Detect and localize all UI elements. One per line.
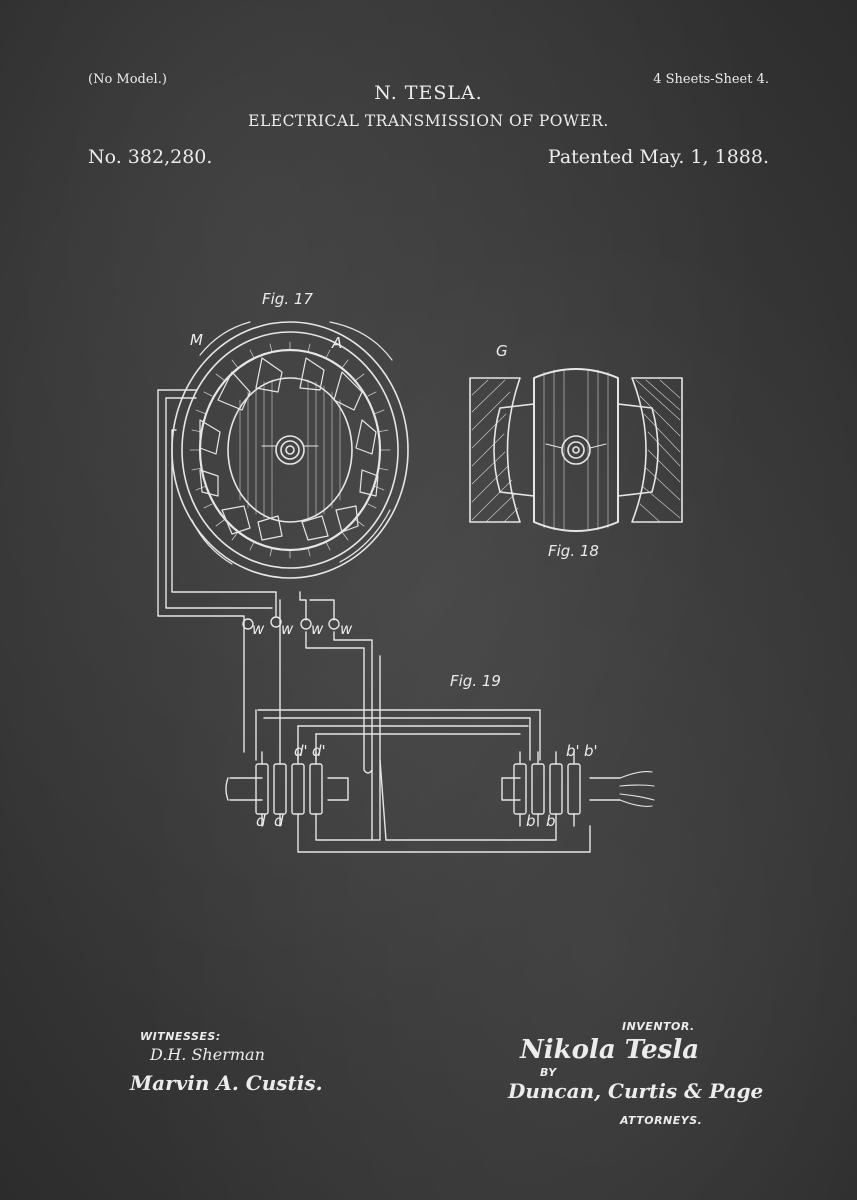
label-w-4: w bbox=[340, 620, 353, 638]
patent-number: No. 382,280. bbox=[88, 146, 213, 168]
fig18-generator bbox=[469, 368, 683, 532]
label-M: M bbox=[190, 331, 203, 349]
label-b-prime-2: b' bbox=[584, 742, 598, 760]
label-d-prime-1: d' bbox=[294, 742, 308, 760]
patent-title: ELECTRICAL TRANSMISSION OF POWER. bbox=[248, 112, 609, 130]
label-A: A bbox=[331, 334, 342, 352]
label-w-3: w bbox=[311, 620, 324, 638]
fig19-circuit bbox=[225, 709, 655, 853]
label-w-2: w bbox=[281, 620, 294, 638]
label-b-2: b bbox=[546, 812, 556, 830]
inventor-label: INVENTOR. bbox=[622, 1020, 695, 1033]
motor-wiring bbox=[157, 389, 381, 841]
label-d-prime-2: d' bbox=[312, 742, 326, 760]
attorneys-label: ATTORNEYS. bbox=[619, 1114, 702, 1127]
witness-1-signature: D.H. Sherman bbox=[149, 1045, 265, 1064]
fig17-motor bbox=[171, 321, 409, 579]
inventor-name-heading: N. TESLA. bbox=[374, 82, 483, 104]
label-d-2: d bbox=[274, 812, 284, 830]
witnesses-label: WITNESSES: bbox=[140, 1030, 221, 1043]
by-label: BY bbox=[540, 1066, 557, 1079]
label-d-1: d bbox=[256, 812, 266, 830]
label-b-1: b bbox=[526, 812, 536, 830]
inventor-signature: Nikola Tesla bbox=[519, 1035, 699, 1065]
witness-2-signature: Marvin A. Custis. bbox=[129, 1071, 323, 1095]
label-b-prime-1: b' bbox=[566, 742, 580, 760]
fig19-label: Fig. 19 bbox=[450, 672, 501, 690]
label-w-1: w bbox=[252, 620, 265, 638]
fig18-label: Fig. 18 bbox=[548, 542, 599, 560]
patent-date: Patented May. 1, 1888. bbox=[547, 146, 769, 168]
attorneys-signature: Duncan, Curtis & Page bbox=[507, 1079, 763, 1103]
label-G: G bbox=[496, 342, 508, 360]
fig17-label: Fig. 17 bbox=[262, 290, 313, 308]
no-model-note: (No Model.) bbox=[88, 72, 167, 87]
sheet-number: 4 Sheets-Sheet 4. bbox=[653, 72, 769, 87]
